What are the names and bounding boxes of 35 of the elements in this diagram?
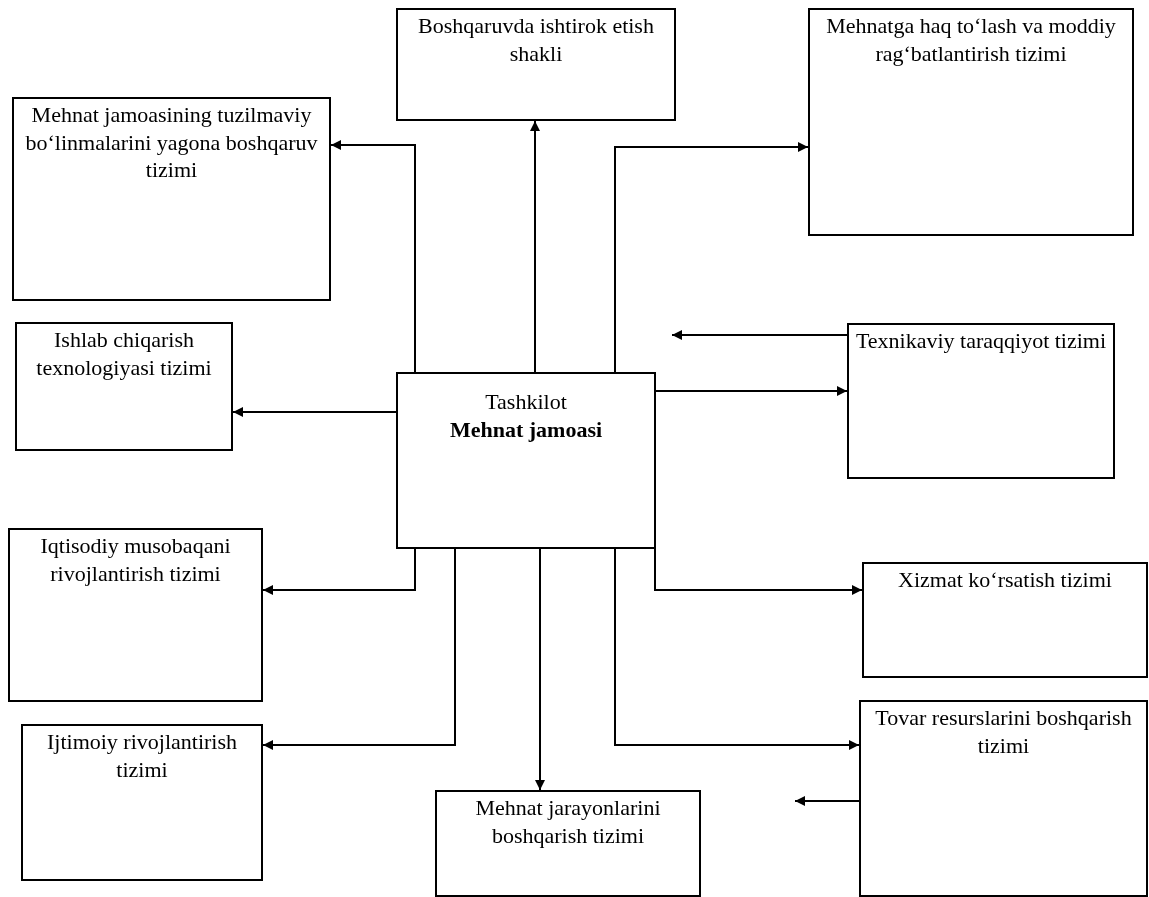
arrow bbox=[262, 548, 456, 750]
node-label: Mehnatga haq to‘lash va moddiy rag‘batlantirish tizimi bbox=[825, 12, 1117, 67]
process-box bbox=[862, 562, 1148, 678]
arrow bbox=[654, 548, 863, 595]
arrow bbox=[262, 548, 416, 595]
process-box bbox=[396, 372, 656, 549]
arrow bbox=[614, 548, 860, 750]
arrow bbox=[535, 548, 545, 791]
arrow bbox=[330, 140, 416, 373]
node-label: Texnikaviy taraqqiyot tizimi bbox=[854, 327, 1108, 355]
process-box bbox=[808, 8, 1134, 236]
arrow bbox=[232, 407, 397, 417]
process-box bbox=[21, 724, 263, 881]
node-label: Xizmat ko‘rsatish tizimi bbox=[897, 566, 1113, 594]
arrow bbox=[655, 386, 848, 396]
process-box bbox=[847, 323, 1115, 479]
node-label: Tovar resurslarini boshqarish tizimi bbox=[874, 704, 1133, 759]
node-label: Ishlab chiqarish texnologiyasi tizimi bbox=[35, 326, 213, 381]
arrow bbox=[794, 796, 860, 806]
node-label: Boshqaruvda ishtirok etish shakli bbox=[417, 12, 655, 67]
process-box bbox=[8, 528, 263, 702]
node-label: Mehnat jamoasi bbox=[448, 415, 604, 443]
arrow bbox=[530, 120, 540, 373]
process-box bbox=[15, 322, 233, 451]
node-label: Iqtisodiy musobaqani rivojlantirish tizimi bbox=[39, 532, 232, 587]
process-box bbox=[859, 700, 1148, 897]
process-box bbox=[435, 790, 701, 897]
node-label: Tashkilot bbox=[484, 388, 568, 416]
process-box bbox=[12, 97, 331, 301]
process-box bbox=[396, 8, 676, 121]
node-label: Ijtimoiy rivojlantirish tizimi bbox=[45, 728, 238, 783]
arrow bbox=[614, 142, 809, 373]
node-label: Mehnat jamoasining tuzilmaviy bo‘linmalarini yagona boshqaruv tizimi bbox=[24, 101, 319, 184]
node-label: Mehnat jarayonlarini boshqarish tizimi bbox=[474, 794, 662, 849]
arrow bbox=[671, 330, 848, 340]
